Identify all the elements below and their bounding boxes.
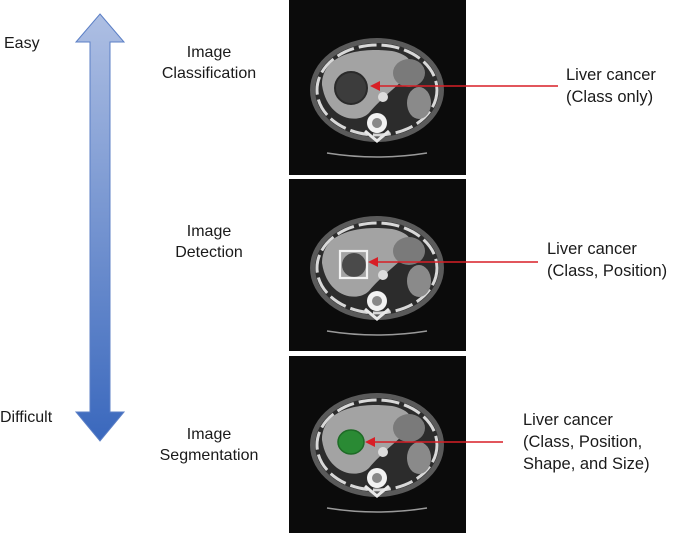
spleen [407,442,431,474]
scanner-table [326,507,428,513]
scanner-table [326,152,428,158]
aorta [378,270,388,280]
task-line: Image [186,426,232,443]
scanner-table [326,330,428,336]
spinous-process [364,484,390,498]
task-line: Image [186,223,232,240]
annotation-line: (Class only) [566,88,654,106]
ct-scan-detection [289,179,466,351]
tumor-lesion [334,71,368,105]
spleen [407,87,431,119]
task-line: Classification [161,65,257,82]
task-label-classification: Image Classification [144,42,274,84]
annotation-line: Liver cancer [523,411,613,429]
spinal-canal [372,296,382,306]
task-label-segmentation: Image Segmentation [144,424,274,466]
annotation-line: Shape, and Size) [523,455,650,473]
stomach [393,414,425,442]
rib-ring [315,398,439,492]
task-line: Image [186,44,232,61]
rib-ring [315,43,439,137]
ct-image [310,216,444,336]
aorta [378,447,388,457]
tumor-lesion [342,253,366,277]
annotation-classification: Liver cancer (Class only) [566,64,656,108]
stomach [393,59,425,87]
spinous-process [364,307,390,321]
spinous-process [364,129,390,143]
annotation-line: Liver cancer [547,240,637,258]
segmentation-mask [337,429,365,455]
aorta [378,92,388,102]
stomach [393,237,425,265]
annotation-segmentation: Liver cancer (Class, Position, Shape, an… [523,409,650,475]
annotation-detection: Liver cancer (Class, Position) [547,238,667,282]
spleen [407,265,431,297]
spinal-canal [372,118,382,128]
task-line: Detection [175,244,243,261]
spinal-canal [372,473,382,483]
annotation-line: (Class, Position, [523,433,643,451]
easy-label: Easy [4,35,40,52]
bounding-box [338,249,369,280]
task-line: Segmentation [159,447,259,464]
annotation-line: (Class, Position) [547,262,668,280]
ct-scan-segmentation [289,356,466,533]
difficult-label: Difficult [0,409,53,426]
task-label-detection: Image Detection [144,221,274,263]
rib-ring [315,221,439,315]
annotation-line: Liver cancer [566,66,656,84]
